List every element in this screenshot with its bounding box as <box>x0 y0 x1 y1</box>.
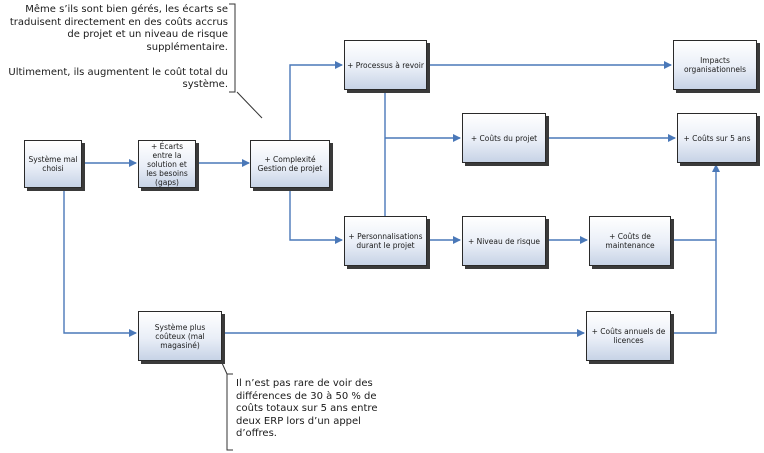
callout-top-text: Même s’ils sont bien gérés, les écarts s… <box>8 4 228 90</box>
node-couts-licences: + Coûts annuels de licences <box>586 311 671 361</box>
node-systeme-mal-choisi: Système mal choisi <box>24 140 82 188</box>
connector-complexite-processus <box>289 61 343 140</box>
node-couts-5ans: + Coûts sur 5 ans <box>677 113 757 163</box>
node-personnalisations: + Personnalisations durant le projet <box>344 216 427 266</box>
callout-bottom-leader <box>221 362 228 375</box>
node-impacts: Impacts organisationnels <box>673 40 757 90</box>
callout-top-bracket <box>229 3 236 93</box>
node-complexite: + Complexité Gestion de projet <box>250 140 330 188</box>
connector-choix-couteux <box>63 188 137 337</box>
connector-complexite-personnalisations <box>289 188 343 244</box>
node-couts-maintenance: + Coûts de maintenance <box>589 216 671 266</box>
callout-bottom-bracket <box>226 373 233 451</box>
connector-licences-5ans <box>671 164 720 334</box>
node-systeme-couteux: Système plus coûteux (mal magasiné) <box>138 311 222 361</box>
callout-bottom-text: Il n’est pas rare de voir des différence… <box>236 378 378 439</box>
node-niveau-risque: + Niveau de risque <box>462 216 546 266</box>
node-couts-projet: + Coûts du projet <box>462 113 546 163</box>
callout-top-leader <box>236 91 263 119</box>
node-ecarts: + Écarts entre la solution et les besoin… <box>138 140 196 188</box>
node-processus: + Processus à revoir <box>344 40 427 90</box>
